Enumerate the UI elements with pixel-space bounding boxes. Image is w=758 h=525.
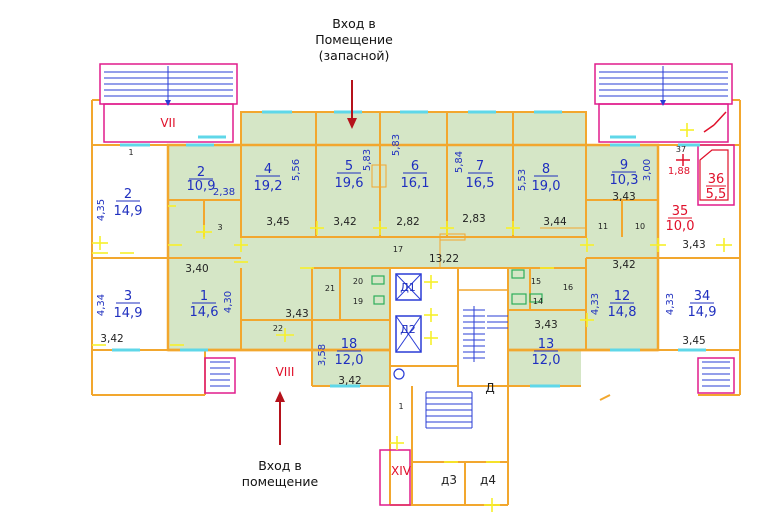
small-label: д4 [480,473,496,487]
room-dimension: 4,33 [590,293,601,315]
small-label: 1 [128,148,133,157]
small-label: 17 [393,245,403,254]
small-label: 20 [353,277,363,286]
small-label: 3 [217,223,222,232]
room-number: 35 [672,204,689,219]
room-dimension: 5,56 [291,159,302,181]
bottom-entry-annotation: Вход в помещение [241,458,319,489]
red-room-labels: 35 10,0 36 5,5 [666,172,727,234]
dimension-label: 3,45 [266,216,289,228]
dimension-label: 3,40 [185,263,208,275]
stair-core [371,267,543,429]
small-label: 10 [635,222,645,231]
lift-labels: Д1 Д2 [400,281,416,336]
entrance-arrows [275,80,357,445]
room-area: 16,1 [401,176,430,191]
room-dimension: 3,00 [642,159,653,181]
small-labels: 1 3 17 20 21 19 22 15 14 16 11 10 37 1,8… [128,145,690,487]
small-label: 1 [398,402,403,411]
plan-details [165,80,729,201]
room-dimension: 4,34 [96,294,107,316]
dimension-label: 13,22 [429,253,459,265]
room-dimension: 4,33 [665,293,676,315]
room-number: 13 [538,337,555,352]
room-number: Д2 [400,323,416,336]
room-area: 14,9 [688,305,717,320]
roman-label: VII [160,116,175,130]
room-area: 19,6 [335,176,364,191]
room-area: 5,5 [706,187,727,202]
dimension-label: 3,43 [534,319,557,331]
door-markers [92,123,732,512]
roman-labels: VII VIII XIV [160,116,411,478]
room-number: 34 [694,289,711,304]
room-number: 5 [345,159,353,174]
dimension-label: 3,45 [682,335,705,347]
room-number: 1 [200,289,208,304]
small-label: 19 [353,297,363,306]
room-area: 14,6 [190,305,219,320]
room-dimension: 5,84 [454,151,465,173]
room-area: 19,0 [532,179,561,194]
room-number: 2 [124,187,132,202]
room-number: 36 [708,172,725,187]
dimension-label: 3,42 [100,333,123,345]
room-number: 9 [620,158,628,173]
room-number: 2 [197,165,205,180]
small-label: д3 [441,473,457,487]
top-entry-annotation: Вход в Помещение (запасной) [315,16,393,63]
dimension-label: 3,44 [543,216,567,228]
dimension-label: 3,42 [612,259,635,271]
dimension-label: 2,82 [396,216,419,228]
dimension-labels: 3,42 3,45 3,42 2,82 2,83 3,44 3,43 3,40 … [100,191,705,387]
small-label: 15 [531,277,541,286]
dimension-label: 3,43 [612,191,635,203]
room-area: 14,9 [114,306,143,321]
dimension-label: 3,42 [338,375,361,387]
room-dimension: 3,58 [317,344,328,366]
room-number: 8 [542,162,550,177]
dimension-label: 3,43 [682,239,705,251]
room-area: 14,8 [608,305,637,320]
dimension-label: 3,42 [333,216,356,228]
room-area: 12,0 [532,353,561,368]
room-number: 6 [411,159,419,174]
room-dimension: 5,53 [517,169,528,191]
room-number: 4 [264,162,272,177]
small-label: 14 [533,297,543,306]
dimension-label: 3,43 [285,308,308,320]
room-area: 19,2 [254,179,283,194]
external-structures [99,63,735,506]
room-dimension: 2,38 [213,187,235,198]
room-number: 12 [614,289,631,304]
room-area: 10,3 [610,173,639,188]
room-labels: 2 14,9 4,35 3 14,9 4,34 2 10,9 2,38 4 19… [96,134,716,368]
room-dimension: 5,83 [362,149,373,171]
small-label: 22 [273,324,283,333]
room-dimension: 4,30 [223,291,234,313]
small-label: 37 [676,145,686,154]
windows [112,110,706,388]
room-dimension: 4,35 [96,199,107,221]
room-number: 3 [124,289,132,304]
small-label: Д [485,381,494,395]
small-label: 1,88 [668,166,690,177]
room-number: 7 [476,159,484,174]
room-area: 10,9 [187,179,216,194]
dimension-label: 2,83 [462,213,485,225]
small-label: 16 [563,283,573,292]
small-label: 11 [598,222,608,231]
roman-label: XIV [391,464,412,478]
small-label: 21 [325,284,335,293]
room-number: Д1 [400,281,416,294]
room-area: 12,0 [335,353,364,368]
room-area: 10,0 [666,219,695,234]
room-area: 16,5 [466,176,495,191]
room-dimension: 5,83 [391,134,402,156]
room-number: 18 [341,337,358,352]
roman-label: VIII [276,365,295,379]
room-area: 14,9 [114,204,143,219]
